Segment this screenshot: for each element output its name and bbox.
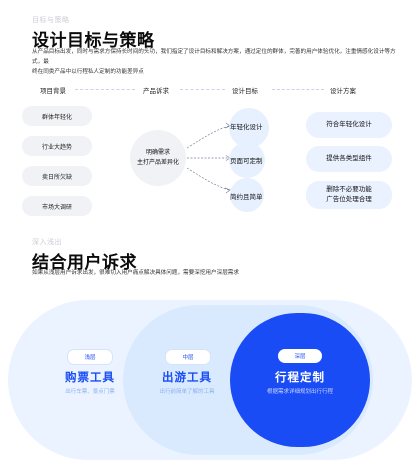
- tier-badge-deep: 深层: [278, 349, 322, 363]
- header-connector: [272, 89, 324, 90]
- header-connector: [180, 89, 225, 90]
- solution-last-line2: 广告位处理合理: [326, 196, 372, 203]
- tier-subtitle-shallow: 出行车票、景点门票: [65, 389, 115, 395]
- flow-arrows: [186, 122, 231, 194]
- solution-item: 符合年轻化设计: [306, 112, 392, 138]
- background-item: 行业大趋势: [22, 136, 92, 156]
- goal-label: 简约且简单: [230, 194, 263, 201]
- column-header-demand: 产品诉求: [143, 88, 169, 95]
- section1-eyebrow: 目标与策略: [32, 17, 70, 24]
- goal-label: 页面可定制: [230, 158, 263, 165]
- section1-desc-line2: 终在同类产品中以行程私人定制的功能差异点: [32, 69, 144, 75]
- solution-last-line1: 删除不必要功能: [326, 186, 372, 193]
- background-item: 市场大调研: [22, 196, 92, 216]
- tier-title-middle: 出游工具: [162, 372, 212, 384]
- background-item: 卖日所欠缺: [22, 166, 92, 186]
- tier-badge-shallow: 浅层: [67, 349, 113, 365]
- solution-item: 删除不必要功能 广告位处理合理: [306, 181, 392, 209]
- tier-subtitle-middle: 出行前简单了解的工具: [159, 389, 215, 395]
- tier-inner-shape: [230, 313, 370, 447]
- solution-item: 提供各类型组件: [306, 146, 392, 172]
- flow-arrow-bottom: [186, 167, 230, 191]
- tier-title-deep: 行程定制: [275, 372, 325, 384]
- goal-bubble: [229, 142, 265, 178]
- demand-line1: 明确需求: [145, 150, 170, 156]
- product-demand-circle: 明确需求 主打产品差异化: [130, 130, 186, 186]
- section2-description: 如果从浅层用户诉求出发，很难切入用户痛点解决具体问题，需要深挖用户深层需求: [32, 270, 239, 276]
- goal-label: 年轻化设计: [230, 124, 263, 131]
- background-item: 群体年轻化: [22, 106, 92, 126]
- tier-badge-middle: 中层: [165, 349, 211, 365]
- column-header-background: 项目背景: [40, 88, 66, 95]
- column-header-goal: 设计目标: [232, 88, 258, 95]
- tier-subtitle-deep: 根据需求详细规划出行行程: [266, 389, 333, 395]
- section2-title: 结合用户诉求: [32, 253, 137, 272]
- goal-bubble: [229, 108, 269, 148]
- demand-line2: 主打产品差异化: [136, 160, 179, 166]
- tier-title-shallow: 购票工具: [65, 372, 115, 384]
- header-connector: [75, 89, 135, 90]
- section2-eyebrow: 深入浅出: [32, 239, 62, 246]
- column-header-solution: 设计方案: [330, 88, 356, 95]
- goal-bubble: [230, 178, 264, 212]
- section1-description: 从产品目标出发，同时与需求方保持长时间的头功，我们指定了设计目标和解决方案，通过…: [32, 47, 402, 77]
- section1-title: 设计目标与策略: [32, 31, 155, 50]
- section1-desc-line1: 从产品目标出发，同时与需求方保持长时间的头功，我们指定了设计目标和解决方案，通过…: [32, 49, 396, 65]
- flow-arrow-top: [186, 125, 230, 149]
